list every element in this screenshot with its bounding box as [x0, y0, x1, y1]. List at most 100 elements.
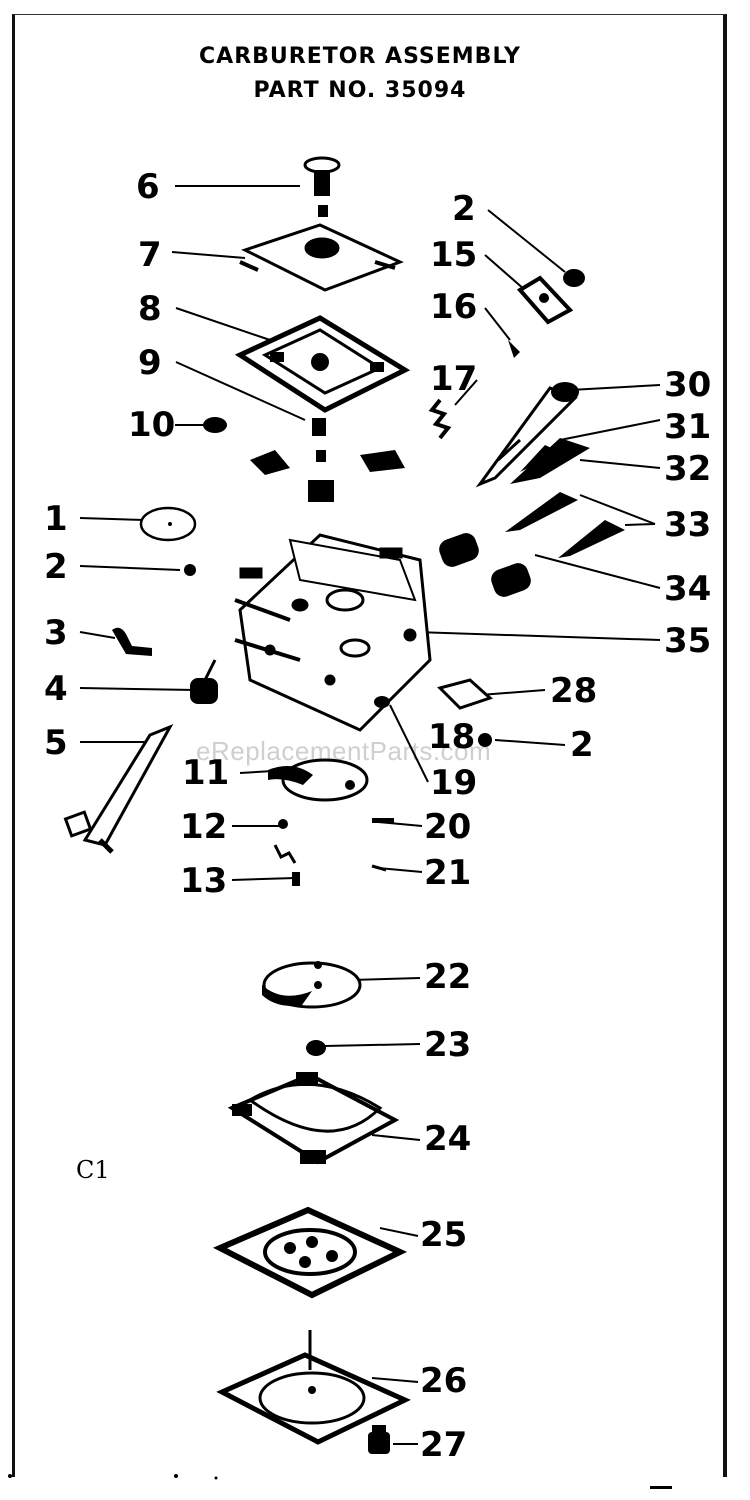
diagram-title: CARBURETOR ASSEMBLY — [199, 44, 521, 69]
callout-30: 30 — [664, 365, 712, 405]
part-15-arm — [516, 275, 574, 325]
part-31-32-needle — [510, 438, 590, 484]
part-7-cover — [239, 223, 404, 292]
part-10-plug — [203, 417, 227, 433]
leader-26 — [371, 1377, 419, 1383]
part-number: PART NO. 35094 — [253, 78, 467, 103]
leader-23 — [324, 1043, 421, 1047]
drawing-frame — [12, 14, 727, 1477]
leader-9 — [175, 361, 306, 421]
part-2-left — [184, 564, 196, 576]
part-21-clip — [371, 864, 387, 872]
part-11-plate — [268, 758, 369, 802]
part-20-pin — [372, 818, 394, 823]
part-34-springs — [439, 533, 531, 597]
callout-32: 32 — [664, 449, 712, 489]
leader-30 — [569, 384, 661, 391]
part-16-pin — [508, 340, 520, 358]
part-19-ball — [374, 696, 390, 708]
callout-8: 8 — [138, 289, 162, 329]
part-6-screw — [303, 156, 341, 217]
leader-28 — [479, 689, 546, 696]
callout-5: 5 — [44, 723, 68, 763]
callout-28: 28 — [550, 671, 598, 711]
part-25-diaphragm — [212, 1206, 408, 1299]
leader-7 — [171, 251, 246, 259]
leader-15 — [484, 254, 526, 291]
callout-1: 1 — [44, 499, 68, 539]
callout-33: 33 — [664, 505, 712, 545]
part-24-gasket — [227, 1072, 400, 1165]
callout-13: 13 — [180, 861, 228, 901]
part-30-needle — [475, 382, 579, 488]
leader-35 — [414, 631, 661, 641]
callout-18: 18 — [428, 717, 476, 757]
part-5-shaft — [63, 724, 174, 854]
leader-33a — [579, 494, 656, 525]
callout-19: 19 — [430, 763, 478, 803]
part-4-spring — [190, 659, 218, 704]
part-22-cover — [262, 961, 362, 1009]
part-8-gasket — [234, 315, 411, 413]
diagram-tag: C1 — [76, 1156, 110, 1184]
part-33-needles — [505, 492, 625, 558]
callout-3: 3 — [44, 613, 68, 653]
leader-19 — [389, 704, 429, 783]
callout-11: 11 — [182, 753, 230, 793]
callout-17: 17 — [430, 359, 478, 399]
callout-16: 16 — [430, 287, 478, 327]
part-2-right — [478, 733, 492, 747]
leader-22 — [349, 977, 421, 981]
callout-12: 12 — [180, 807, 228, 847]
leader-2-left — [79, 565, 181, 571]
part-17-spring — [428, 398, 452, 440]
callout-21: 21 — [424, 853, 472, 893]
leader-4 — [79, 687, 196, 691]
leader-31 — [559, 419, 661, 441]
callout-15: 15 — [430, 235, 478, 275]
callout-23: 23 — [424, 1025, 472, 1065]
callout-20: 20 — [424, 807, 472, 847]
callout-22: 22 — [424, 957, 472, 997]
part-27-screw — [368, 1425, 390, 1454]
leader-32 — [579, 459, 661, 469]
callout-6: 6 — [136, 167, 160, 207]
leader-16 — [484, 307, 511, 341]
callout-9: 9 — [138, 343, 162, 383]
part-12-13-screws — [273, 819, 300, 886]
callout-7: 7 — [138, 235, 162, 275]
leader-17 — [454, 379, 478, 406]
callout-2-left: 2 — [44, 547, 68, 587]
part-1-disc — [139, 506, 197, 542]
part-28-clip — [437, 678, 493, 710]
part-23-screw — [306, 1040, 326, 1056]
callout-10: 10 — [128, 405, 176, 445]
leader-24 — [371, 1134, 421, 1141]
callout-27: 27 — [420, 1425, 468, 1465]
callout-26: 26 — [420, 1361, 468, 1401]
part-2-top — [563, 269, 585, 287]
part-26-plate — [216, 1330, 411, 1445]
part-35-body — [234, 533, 432, 732]
leader-13 — [231, 877, 296, 881]
part-3-lever — [112, 627, 152, 656]
callout-31: 31 — [664, 407, 712, 447]
callout-34: 34 — [664, 569, 712, 609]
leader-3 — [79, 631, 116, 639]
callout-2-top: 2 — [452, 189, 476, 229]
leader-25 — [379, 1227, 419, 1237]
leader-33b — [624, 523, 656, 526]
callout-35: 35 — [664, 621, 712, 661]
leader-1 — [79, 517, 146, 521]
leader-2-right — [494, 739, 566, 746]
scan-specks — [8, 1474, 672, 1489]
callout-25: 25 — [420, 1215, 468, 1255]
leader-34 — [534, 554, 661, 589]
part-9-metering — [250, 418, 405, 502]
callout-24: 24 — [424, 1119, 472, 1159]
leader-2-top — [487, 209, 566, 273]
callout-4: 4 — [44, 669, 68, 709]
leader-8 — [175, 307, 271, 341]
callout-2-right: 2 — [570, 725, 594, 765]
